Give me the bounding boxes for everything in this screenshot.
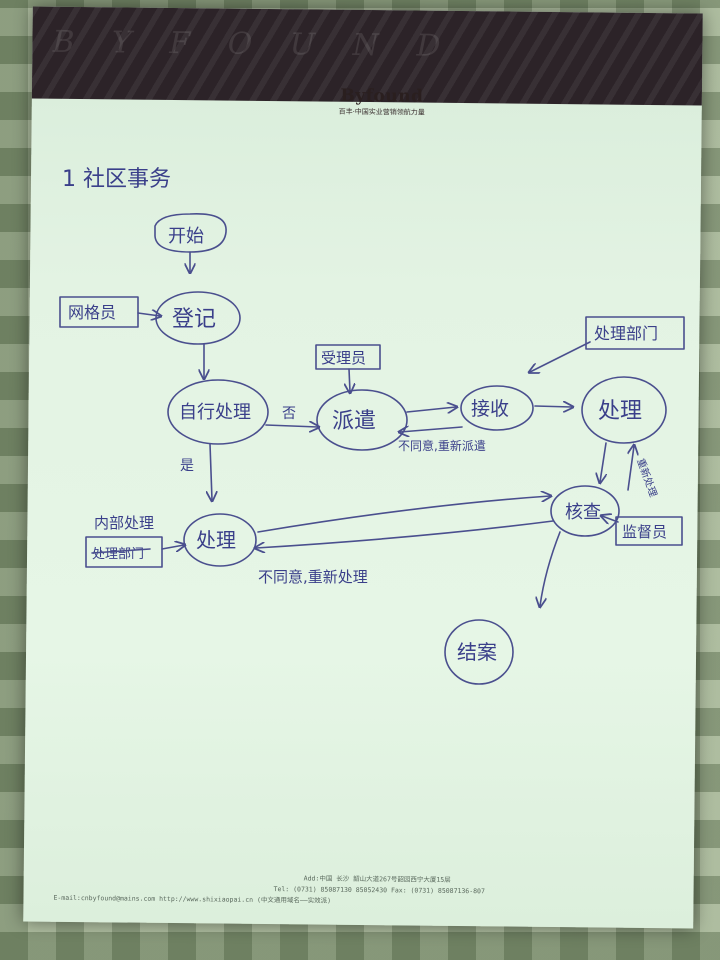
edge-self-dispatch <box>265 425 318 427</box>
edge-verify-handle-long <box>256 520 554 548</box>
receive-label: 接收 <box>471 398 509 420</box>
edge-acceptor-dispatch <box>349 368 350 392</box>
edge-label-rehandle-bottom: 不同意,重新处理 <box>258 568 368 586</box>
diagram-heading: 1 社区事务 <box>62 167 171 192</box>
grid-staff-label: 网格员 <box>68 303 116 322</box>
internal-label: 内部处理 <box>94 514 154 532</box>
end-label: 结案 <box>457 640 497 664</box>
handle-left-node <box>183 513 257 567</box>
edge-label-yes: 是 <box>180 458 194 474</box>
handle-right-node <box>581 376 667 444</box>
edge-label-rehandle-right: 重新处理 <box>634 457 660 499</box>
verify-label: 核查 <box>565 502 601 523</box>
supervisor-label: 监督员 <box>622 523 667 541</box>
edge-verify-end <box>540 531 561 606</box>
register-label: 登记 <box>172 307 216 332</box>
dispatch-label: 派遣 <box>332 409 376 434</box>
dept-bottom-strike <box>91 548 151 554</box>
end-node <box>444 619 514 685</box>
receive-node <box>460 385 534 431</box>
grid-staff-box <box>59 296 139 328</box>
handle-right-label: 处理 <box>598 399 642 424</box>
self-handle-node <box>167 379 269 445</box>
edge-handle-verify-long <box>257 496 550 533</box>
self-handle-label: 自行处理 <box>179 402 251 423</box>
dispatch-node <box>316 389 408 451</box>
edge-dispatch-receive <box>406 407 456 412</box>
edge-dept-receive <box>530 341 591 372</box>
dept-bottom-box <box>85 536 163 568</box>
handle-left-label: 处理 <box>196 528 236 552</box>
acceptor-label: 受理员 <box>321 349 366 367</box>
register-node <box>155 291 241 345</box>
supervisor-box <box>615 516 683 546</box>
edge-self-handle <box>210 443 212 500</box>
dept-top-box <box>585 316 685 350</box>
edge-receive-handle <box>534 406 572 407</box>
dept-top-label: 处理部门 <box>594 324 658 343</box>
verify-node <box>550 485 620 537</box>
acceptor-box <box>315 344 381 370</box>
edge-handle-verify <box>600 442 606 482</box>
start-label: 开始 <box>168 226 204 247</box>
start-shape <box>154 213 227 253</box>
edge-receive-dispatch <box>400 427 463 432</box>
edge-label-redispatch: 不同意,重新派遣 <box>398 438 486 453</box>
edge-verify-handle <box>627 446 634 491</box>
edge-label-no: 否 <box>282 406 296 422</box>
edge-dept-handle <box>161 545 184 549</box>
edge-supervisor-verify <box>602 516 619 522</box>
